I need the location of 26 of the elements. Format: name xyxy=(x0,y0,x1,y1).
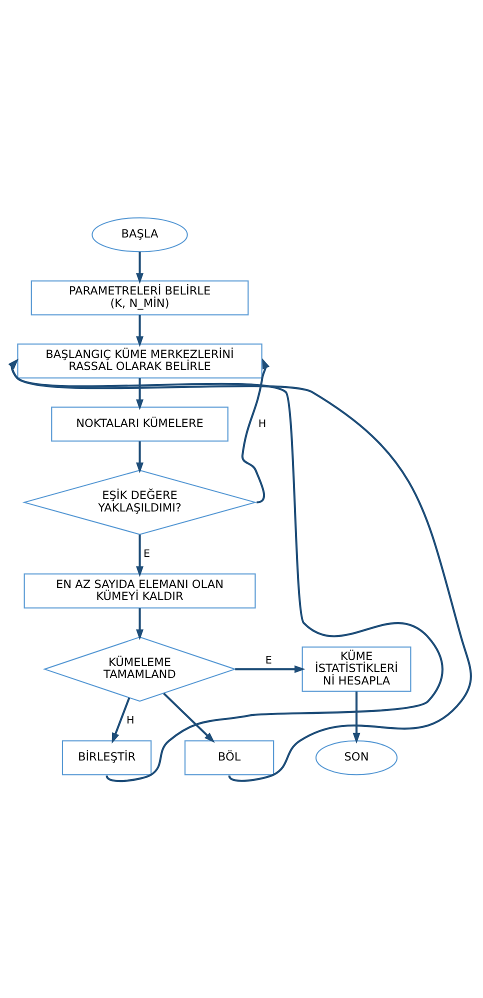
node-diamond: EŞİK DEĞERE YAKLAŞILDIMI? xyxy=(22,469,258,534)
arrow xyxy=(136,314,144,346)
edge-label: H xyxy=(258,417,266,430)
edge-label: E xyxy=(265,654,272,666)
node-diamond: KÜMELEME TAMAMLAND xyxy=(42,636,237,702)
arrow xyxy=(112,696,130,744)
node-box: EN AZ SAYIDA ELEMANI OLAN KÜMEYİ KALDIR xyxy=(24,572,256,608)
arrow xyxy=(352,691,360,744)
edge-label: H xyxy=(126,714,134,726)
arrow xyxy=(163,692,215,742)
arrow xyxy=(136,378,144,410)
arrow xyxy=(136,440,144,473)
node-box: NOKTALARI KÜMELERE xyxy=(51,406,228,442)
node-ellipse: SON xyxy=(315,740,398,775)
node-box: KÜME İSTATİSTİKLERİ Nİ HESAPLA xyxy=(302,646,412,692)
node-box: BAŞLANGIÇ KÜME MERKEZLERİNİ RASSAL OLARAK BELİRLE xyxy=(17,342,262,378)
arrow xyxy=(136,251,144,284)
arrow xyxy=(136,534,144,576)
edge-label: E xyxy=(144,547,150,560)
arrow xyxy=(235,664,306,672)
node-box: BİRLEŞTİR xyxy=(62,740,152,775)
arrow xyxy=(241,358,270,503)
node-box: BÖL xyxy=(184,740,274,775)
arrow xyxy=(136,608,144,640)
node-ellipse: BAŞLA xyxy=(92,216,188,252)
node-box: PARAMETRELERİ BELİRLE (K, N_MİN) xyxy=(30,280,249,315)
